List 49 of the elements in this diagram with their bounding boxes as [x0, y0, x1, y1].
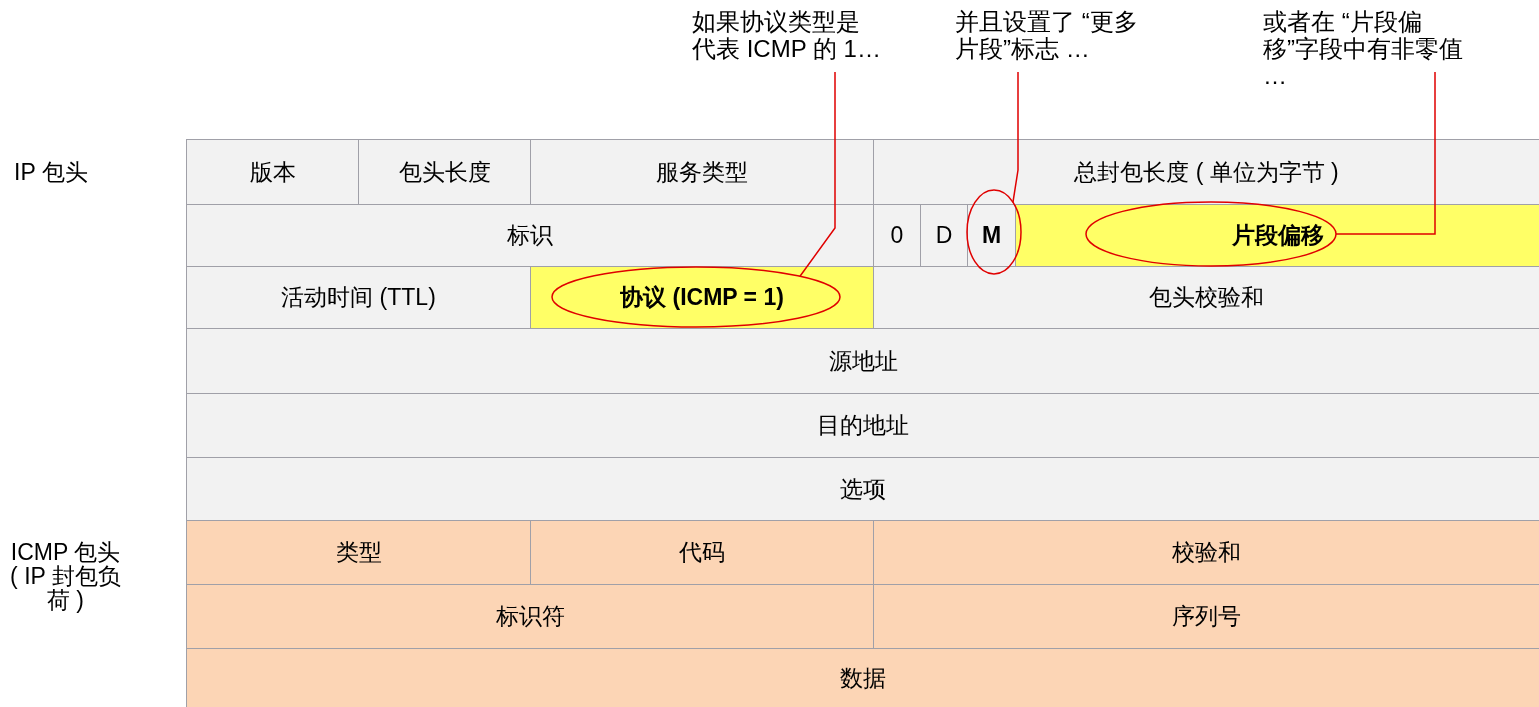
row-group-label: ICMP 包头 ( IP 封包负荷 ): [10, 540, 121, 612]
field-label: 标识: [507, 221, 553, 250]
field-label: 总封包长度 ( 单位为字节 ): [1074, 157, 1339, 187]
table-cell: [873, 520, 1539, 585]
table-cell: [873, 139, 1539, 205]
table-cell: [530, 139, 874, 205]
table-cell: [186, 648, 1539, 707]
table-cell: [186, 328, 1539, 394]
field-label: 包头长度: [398, 157, 491, 187]
field-label: 0: [890, 222, 904, 249]
field-label: 选项: [840, 474, 886, 504]
field-label: 协议 (ICMP = 1): [620, 283, 784, 312]
field-label: M: [981, 222, 1002, 249]
row-group-label: IP 包头: [14, 160, 89, 184]
table-cell: [358, 139, 531, 205]
field-label: 源地址: [828, 346, 898, 376]
field-label: 类型: [335, 538, 382, 567]
table-cell: [186, 204, 874, 267]
leader-line: [1012, 71, 1019, 204]
table-cell: [186, 266, 531, 329]
field-label: 数据: [840, 663, 886, 693]
callout-text: 如果协议类型是代表 ICMP 的 1…: [692, 8, 882, 62]
table-cell: [186, 457, 1539, 521]
field-label: 版本: [249, 157, 296, 187]
table-cell: [186, 139, 359, 205]
table-cell: [873, 266, 1539, 329]
field-label: 代码: [679, 538, 725, 567]
field-label: D: [935, 222, 953, 249]
field-label: 序列号: [1172, 602, 1241, 631]
field-label: 目的地址: [817, 411, 909, 440]
callout-text: 或者在 “片段偏移”字段中有非零值 …: [1263, 8, 1468, 89]
field-label: 校验和: [1172, 538, 1241, 567]
field-label: 活动时间 (TTL): [281, 283, 436, 312]
leader-line: [799, 71, 836, 277]
field-label: 片段偏移: [1231, 221, 1324, 250]
table-cell: [873, 584, 1539, 649]
table-cell: [873, 204, 921, 267]
table-cell: [920, 204, 968, 267]
field-label: 标识符: [495, 602, 565, 631]
table-cell: [1015, 204, 1539, 267]
table-cell: [186, 584, 874, 649]
leader-line: [1335, 71, 1436, 235]
table-cell: [186, 393, 1539, 458]
table-cell: [530, 520, 874, 585]
field-label: 包头校验和: [1149, 283, 1264, 312]
field-label: 服务类型: [656, 157, 748, 187]
callout-text: 并且设置了 “更多片段”标志 …: [955, 8, 1145, 62]
table-cell: [186, 520, 531, 585]
table-cell: [530, 266, 874, 329]
